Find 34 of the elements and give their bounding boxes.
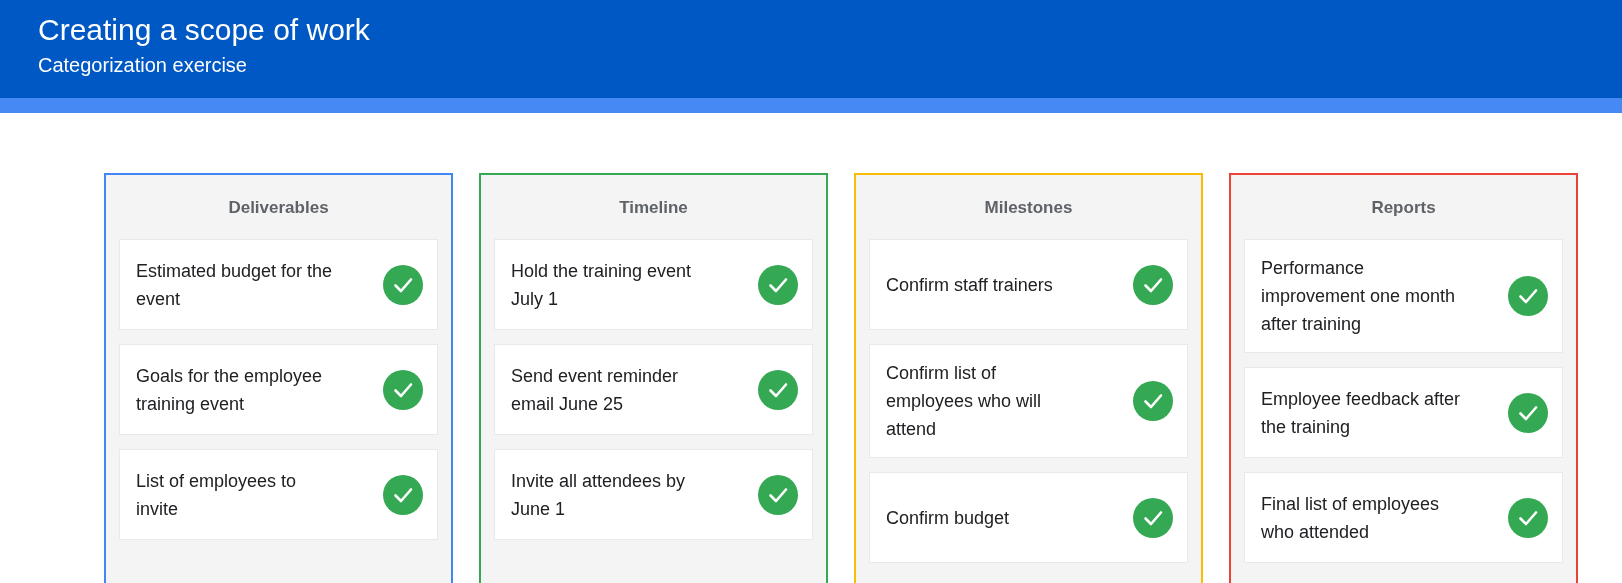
card-text: Final list of employees who attended (1261, 492, 1441, 544)
column-heading: Deliverables (228, 197, 329, 219)
task-card (1244, 239, 1563, 353)
column-heading: Milestones (984, 197, 1073, 219)
card-text: Goals for the employee training event (136, 364, 324, 416)
card-text: Confirm budget (886, 506, 1011, 530)
card-text: Hold the training event July 1 (511, 259, 693, 311)
card-text: Employee feedback after the training (1261, 387, 1462, 439)
card-text: Performance improvement one month after training (1261, 257, 1457, 336)
card-text: Confirm list of employees who will attend (886, 362, 1043, 441)
task-card (494, 344, 813, 435)
task-card (869, 472, 1188, 563)
category-panel (104, 173, 453, 583)
category-panel (479, 173, 828, 583)
task-card (869, 239, 1188, 330)
task-card (119, 344, 438, 435)
category-panel (1229, 173, 1578, 583)
card-text: List of employees to invite (136, 469, 298, 521)
task-card (869, 344, 1188, 458)
task-card (119, 239, 438, 330)
column-heading: Timeline (619, 197, 688, 219)
card-text: Confirm staff trainers (886, 273, 1054, 297)
page-subtitle: Categorization exercise (38, 53, 247, 77)
task-card (494, 239, 813, 330)
column-heading: Reports (1371, 197, 1436, 219)
task-card (119, 449, 438, 540)
task-card (494, 449, 813, 540)
task-card (1244, 367, 1563, 458)
category-panel (854, 173, 1203, 583)
card-text: Estimated budget for the event (136, 259, 334, 311)
page-title: Creating a scope of work (38, 12, 370, 48)
task-card (1244, 472, 1563, 563)
card-text: Invite all attendees by June 1 (511, 469, 687, 521)
card-text: Send event reminder email June 25 (511, 364, 680, 416)
